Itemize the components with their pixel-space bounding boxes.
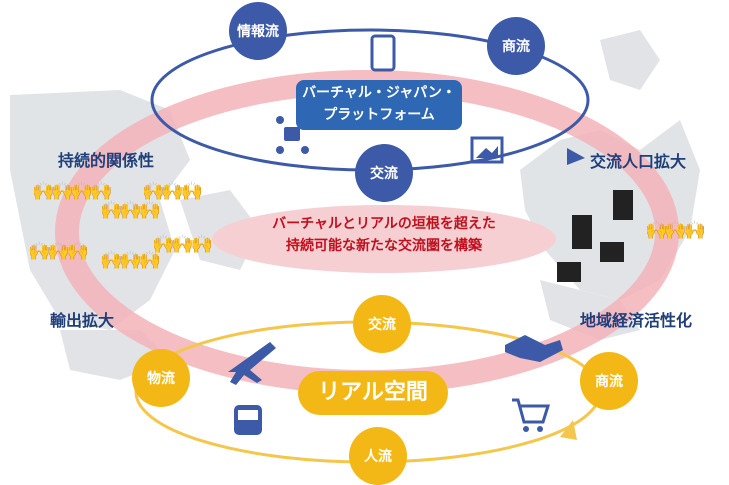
people-flow-label: 人流 xyxy=(364,449,392,465)
export-expansion-label: 輸出拡大 xyxy=(50,311,115,330)
center-message: バーチャルとリアルの垣根を超えた 持続可能な新たな交流圏を構築 xyxy=(228,213,540,257)
info-flow-label: 情報流 xyxy=(237,24,279,40)
center-ellipse xyxy=(212,205,556,273)
commerce-node-bottom: 商流 xyxy=(580,352,638,410)
blue-arrow-head xyxy=(567,148,585,165)
exchange-population-label: 交流人口拡大 xyxy=(590,152,687,171)
people-icon: 🙌🙌🙌 xyxy=(100,200,161,221)
people-icon: 🙌🙌🙌🙌 xyxy=(32,181,113,202)
platform-line-2: プラットフォーム xyxy=(323,107,435,123)
people-icon: 🙌🙌🙌 xyxy=(100,250,161,271)
shopping-cart-icon xyxy=(512,398,551,432)
center-message-line-1: バーチャルとリアルの垣根を超えた xyxy=(272,216,496,232)
logistics-label: 物流 xyxy=(147,371,175,387)
train-icon xyxy=(234,405,262,435)
exchange-node-bottom: 交流 xyxy=(353,295,411,353)
people-icon: 🙌🙌🙌 xyxy=(152,234,213,255)
people-icon: 🙌🙌🙌 xyxy=(645,220,706,241)
exchange-node-top: 交流 xyxy=(355,144,413,202)
commerce-node-top: 商流 xyxy=(487,17,545,75)
platform-line-1: バーチャル・ジャパン・ xyxy=(302,85,456,101)
exchange-label-bottom: 交流 xyxy=(368,317,396,333)
image-icon xyxy=(470,136,504,164)
regional-economy-label: 地域経済活性化 xyxy=(580,311,693,330)
people-icon: 🙌🙌🙌 xyxy=(142,181,203,202)
center-message-line-2: 持続可能な新たな交流圏を構築 xyxy=(286,238,482,254)
exchange-label-top: 交流 xyxy=(370,166,398,182)
gold-arrow-head xyxy=(560,420,577,440)
people-flow-node: 人流 xyxy=(349,427,407,485)
real-space-label: リアル空間 xyxy=(298,371,448,415)
commerce-label-top: 商流 xyxy=(502,39,530,55)
handshake-icon xyxy=(505,335,563,362)
shop-icon xyxy=(557,242,624,282)
virtual-platform-box: バーチャル・ジャパン・ プラットフォーム xyxy=(296,80,462,130)
commerce-label-bottom: 商流 xyxy=(595,374,623,390)
sustainable-relations-label: 持続的関係性 xyxy=(58,151,155,170)
airplane-icon xyxy=(228,342,276,385)
info-flow-node: 情報流 xyxy=(229,2,287,60)
logistics-node: 物流 xyxy=(132,349,190,407)
building-icon xyxy=(572,190,633,249)
smartphone-icon xyxy=(370,34,396,72)
people-icon: 🙌🙌🙌 xyxy=(28,241,89,262)
